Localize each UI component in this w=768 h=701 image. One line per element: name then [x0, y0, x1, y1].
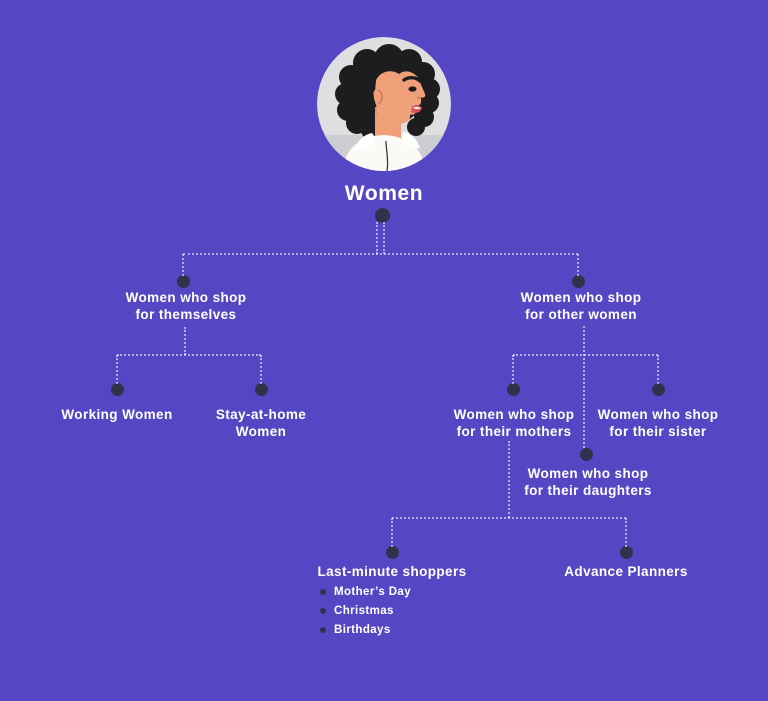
node-label-daughters: Women who shop for their daughters [524, 466, 652, 499]
connector-line [583, 326, 585, 448]
connector-line [513, 354, 658, 356]
node-dot-last-minute [386, 546, 399, 559]
list-item: Christmas [320, 601, 411, 620]
connector-line [117, 354, 261, 356]
node-label-line: for other women [525, 306, 637, 322]
node-label-line: Last-minute shoppers [317, 564, 467, 579]
node-dot-other-women [572, 275, 585, 288]
node-label-mothers: Women who shop for their mothers [454, 407, 575, 440]
node-dot-sister [652, 383, 665, 396]
connector-line [182, 254, 184, 276]
bullet-icon [320, 607, 326, 614]
node-label-line: Women [235, 423, 287, 439]
woman-avatar-illustration [317, 37, 451, 171]
node-label-line: Working Women [61, 407, 173, 422]
node-label-line: Women who shop [125, 290, 247, 305]
node-label-line: Women who shop [527, 466, 649, 481]
connector-line [577, 254, 579, 276]
node-dot-root [375, 208, 390, 223]
node-label-line: for their daughters [524, 482, 652, 498]
node-dot-stay-at-home [255, 383, 268, 396]
node-label-line: Women who shop [453, 407, 575, 422]
connector-line [391, 518, 393, 547]
list-item: Mother’s Day [320, 582, 411, 601]
node-label-line: Stay-at-home [215, 407, 307, 422]
node-dot-working [111, 383, 124, 396]
node-label-advance: Advance Planners [564, 564, 687, 581]
avatar [317, 37, 451, 171]
connector-line [260, 355, 262, 384]
bullet-icon [320, 588, 326, 595]
node-label-themselves: Women who shop for themselves [126, 290, 247, 323]
node-label-stay-at-home: Stay-at-home Women [216, 407, 306, 440]
node-label-line: for their sister [609, 423, 707, 439]
node-label-line: for themselves [135, 306, 237, 322]
bullet-label: Christmas [334, 604, 394, 617]
node-dot-advance [620, 546, 633, 559]
connector-line [512, 355, 514, 384]
node-label-line: Advance Planners [564, 564, 688, 579]
node-label-last-minute: Last-minute shoppers [317, 564, 466, 581]
connector-line [657, 355, 659, 384]
connector-line [508, 441, 510, 518]
connector-line [625, 518, 627, 547]
connector-line [383, 222, 385, 254]
bullet-label: Mother’s Day [334, 585, 412, 598]
connector-line [184, 327, 186, 355]
node-dot-themselves [177, 275, 190, 288]
node-label-other-women: Women who shop for other women [521, 290, 642, 323]
list-item: Birthdays [320, 620, 411, 639]
node-label-line: for their mothers [456, 423, 572, 439]
node-dot-daughters [580, 448, 593, 461]
node-label-sister: Women who shop for their sister [598, 407, 719, 440]
last-minute-bullet-list: Mother’s Day Christmas Birthdays [320, 582, 411, 639]
node-label-line: Women who shop [520, 290, 642, 305]
connector-line [116, 355, 118, 384]
node-label-line: Women who shop [597, 407, 719, 422]
connector-line [376, 222, 378, 254]
bullet-label: Birthdays [334, 623, 391, 636]
node-dot-mothers [507, 383, 520, 396]
connector-line [392, 517, 626, 519]
connector-line [183, 253, 578, 255]
bullet-icon [320, 626, 326, 633]
node-label-working: Working Women [61, 407, 172, 424]
root-node-label: Women [344, 182, 424, 205]
